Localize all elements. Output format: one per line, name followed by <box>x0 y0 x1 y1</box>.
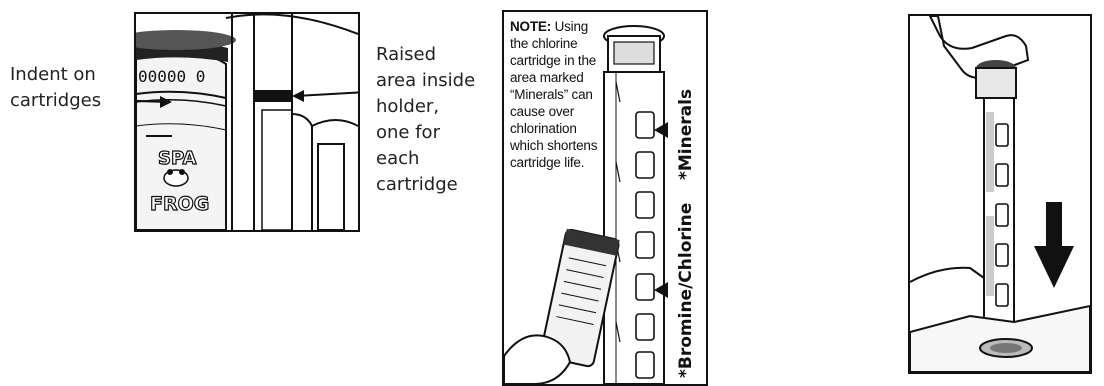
chlorine-warning-note: NOTE: Using the chlorine cartridge in th… <box>510 18 604 171</box>
arrow-down-icon <box>1034 202 1074 288</box>
bromine-chlorine-zone-label: *Bromine/Chlorine <box>676 203 696 378</box>
raised-area-label: Raised area inside holder, one for each … <box>376 42 486 198</box>
note-body: Using the chlorine cartridge in the area… <box>510 19 597 170</box>
svg-text:FROG: FROG <box>150 193 209 215</box>
cartridge-holder-illustration: 00000 0 SPA FROG <box>136 14 358 230</box>
figure-cartridge-holder-closeup: 00000 0 SPA FROG <box>134 12 360 232</box>
note-heading: NOTE: <box>510 19 551 34</box>
figure-holder-zones: NOTE: Using the chlorine cartridge in th… <box>502 10 708 386</box>
indent-on-cartridges-label: Indent on cartridges <box>10 62 130 114</box>
cartridge-counter-text: 00000 0 <box>138 67 205 86</box>
svg-text:SPA: SPA <box>158 148 197 169</box>
minerals-zone-label: *Minerals <box>676 89 696 180</box>
raised-area-arrow-icon <box>292 90 358 102</box>
hand-icon <box>504 335 570 384</box>
figure-insert-holder <box>908 14 1092 374</box>
insert-holder-illustration <box>910 16 1090 372</box>
